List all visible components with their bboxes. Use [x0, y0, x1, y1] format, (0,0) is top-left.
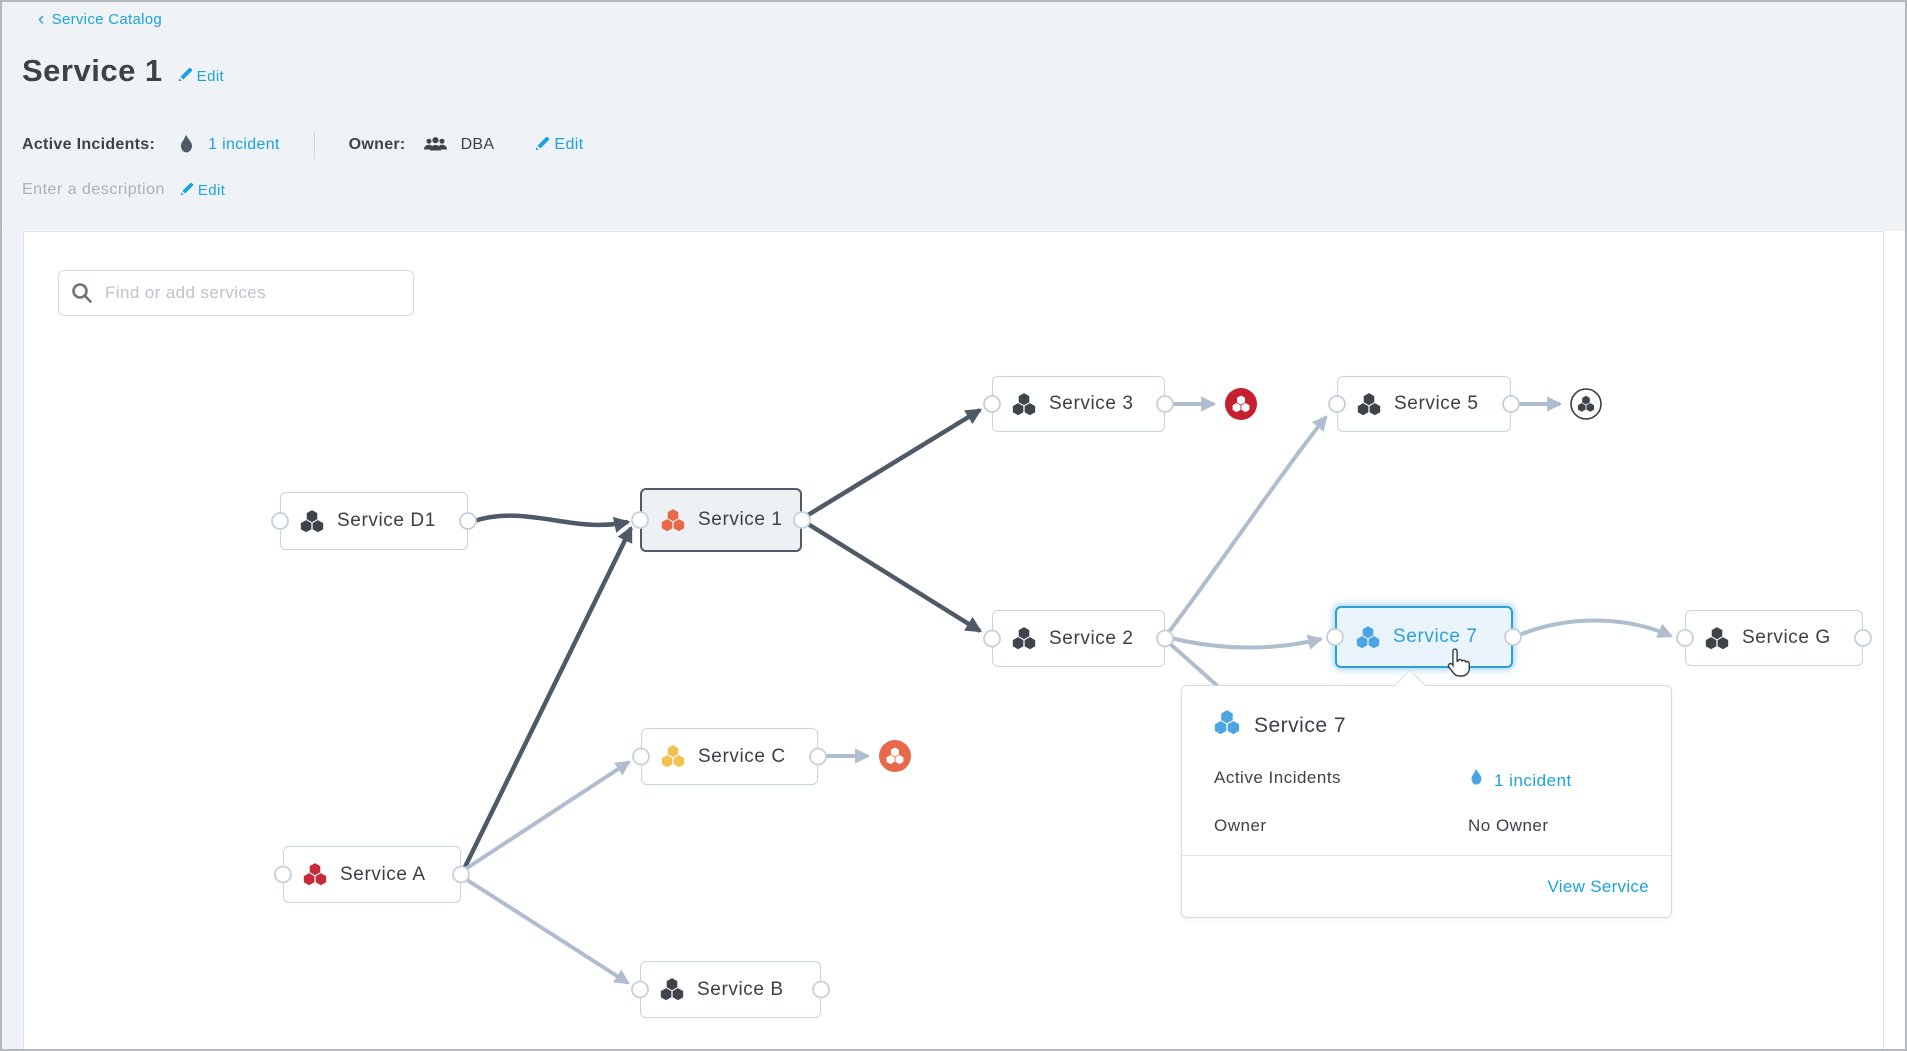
page-title: Service 1	[22, 53, 163, 88]
flame-icon	[177, 134, 196, 156]
tooltip-incidents-link[interactable]: 1 incident	[1494, 770, 1572, 790]
edit-title-button[interactable]: Edit	[178, 67, 225, 89]
meta-divider	[313, 131, 315, 159]
edit-description-button[interactable]: Edit	[180, 181, 226, 199]
service-node-label: Service 1	[698, 509, 783, 530]
service-node-label: Service A	[340, 863, 426, 885]
pencil-icon	[536, 136, 550, 155]
edge-s1-to-s2	[806, 522, 983, 633]
service-cluster-icon	[300, 509, 324, 532]
service-cluster-icon	[303, 863, 327, 886]
edit-owner-button[interactable]: Edit	[536, 136, 583, 155]
service-node-sg[interactable]: Service G	[1685, 610, 1863, 666]
pencil-icon	[180, 182, 194, 199]
edit-description-label: Edit	[197, 181, 226, 199]
active-incidents-label: Active Incidents:	[22, 136, 156, 153]
service-cluster-icon	[1705, 626, 1729, 649]
tooltip-footer: View Service	[1182, 855, 1671, 917]
page-header: ‹ Service Catalog Service 1 Edit Active …	[2, 2, 1905, 231]
service-cluster-icon	[660, 978, 684, 1001]
owner-value: DBA	[460, 136, 495, 153]
service-node-d1[interactable]: Service D1	[280, 492, 468, 550]
tooltip-owner-value: No Owner	[1468, 816, 1549, 835]
service-cluster-icon	[1012, 392, 1036, 415]
flame-icon	[1468, 768, 1485, 793]
owner-label: Owner:	[348, 136, 406, 153]
service-node-label: Service 3	[1049, 393, 1134, 414]
description-row: Enter a description Edit	[22, 181, 225, 199]
edge-s2-to-s7	[1170, 634, 1324, 650]
page-left-gutter	[2, 231, 23, 1049]
breadcrumb-service-catalog[interactable]: ‹ Service Catalog	[38, 9, 163, 30]
tooltip-service-name: Service 7	[1254, 713, 1347, 737]
dependency-graph-canvas[interactable]: Service D1 Service 1 Service 3 Service 5…	[23, 231, 1884, 1049]
service-cluster-icon	[1214, 710, 1240, 735]
service-cluster-icon	[661, 745, 685, 768]
tooltip-incidents-row: Active Incidents 1 incident	[1214, 768, 1639, 790]
service-node-sb[interactable]: Service B	[640, 961, 821, 1018]
service-cluster-icon	[661, 508, 685, 531]
tooltip-incidents-label: Active Incidents	[1214, 768, 1342, 787]
incidents-count-link[interactable]: 1 incident	[208, 136, 280, 153]
title-row: Service 1 Edit	[22, 53, 224, 89]
search-input[interactable]	[58, 270, 414, 316]
service-node-label: Service 2	[1049, 627, 1134, 649]
description-placeholder: Enter a description	[22, 181, 165, 198]
tooltip-title-row: Service 7	[1214, 710, 1346, 741]
tooltip-owner-label: Owner	[1214, 816, 1267, 835]
service-node-s3[interactable]: Service 3	[992, 376, 1165, 432]
service-node-label: Service G	[1742, 627, 1831, 648]
service-node-label: Service B	[697, 978, 784, 1000]
service-node-label: Service C	[698, 745, 786, 767]
edge-sa-to-s1	[461, 525, 634, 870]
edge-s7-to-sg	[1518, 618, 1674, 638]
service-cluster-icon	[1012, 627, 1036, 650]
service-node-s5[interactable]: Service 5	[1337, 376, 1511, 432]
service-node-label: Service D1	[337, 510, 436, 531]
breadcrumb-label: Service Catalog	[51, 11, 163, 28]
service-cluster-icon	[1356, 625, 1380, 648]
service-node-label: Service 5	[1394, 393, 1479, 414]
service-tooltip: Service 7 Active Incidents 1 incident Ow…	[1181, 669, 1672, 918]
edge-sa-to-sc	[462, 760, 631, 872]
chevron-left-icon: ‹	[38, 9, 45, 30]
service-cluster-icon	[1357, 392, 1381, 415]
graph-node-layer: Service D1 Service 1 Service 3 Service 5…	[24, 232, 1883, 1049]
edge-s1-to-s3	[806, 408, 983, 517]
service-node-s7[interactable]: Service 7	[1335, 606, 1513, 668]
service-node-sc[interactable]: Service C	[641, 728, 818, 785]
edit-title-label: Edit	[196, 67, 225, 85]
service-search	[58, 270, 414, 316]
team-icon	[423, 136, 448, 154]
edge-s2-to-s5	[1166, 415, 1328, 635]
view-service-link[interactable]: View Service	[1547, 876, 1649, 896]
service-node-s1[interactable]: Service 1	[640, 488, 802, 552]
edit-owner-label: Edit	[554, 136, 584, 153]
service-cluster-icon	[1214, 710, 1240, 741]
pencil-icon	[178, 67, 193, 85]
search-icon	[71, 282, 93, 309]
service-node-sa[interactable]: Service A	[283, 846, 461, 903]
edge-d1-to-s1	[473, 513, 631, 533]
service-node-label: Service 7	[1393, 626, 1478, 647]
tooltip-owner-row: Owner No Owner	[1214, 816, 1639, 836]
meta-row: Active Incidents: 1 incident Owner:	[22, 130, 584, 160]
edge-sa-to-sb	[462, 876, 630, 985]
service-node-s2[interactable]: Service 2	[992, 610, 1165, 667]
